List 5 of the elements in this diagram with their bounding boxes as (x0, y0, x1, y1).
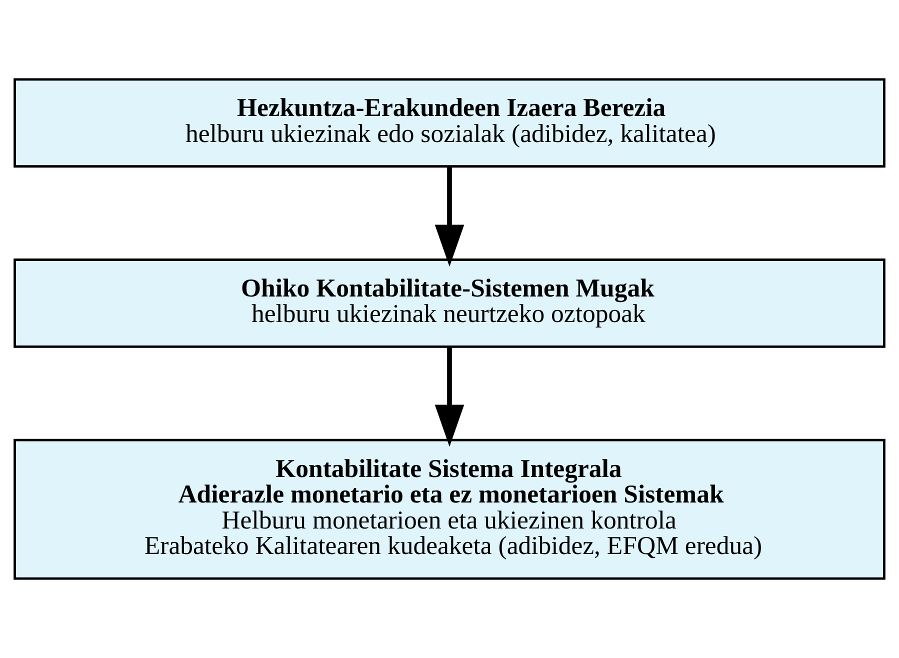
arrow (434, 346, 464, 447)
node-box: Hezkuntza-Erakundeen Izaera Berezia helburu ukiezinak edo sozialak (adibidez, kalitatea) (14, 78, 886, 168)
node-box: Kontabilitate Sistema Integrala Adierazle monetario eta ez monetarioen Sistemak Helburu monetarioen eta ukiezinen kontrola Erabateko Kalitatearen kudeaketa (adibidez, EFQM eredua) (14, 438, 886, 580)
arrow (434, 166, 464, 267)
node-box: Ohiko Kontabilitate-Sistemen Mugak helburu ukiezinak neurtzeko oztopoak (14, 258, 886, 348)
